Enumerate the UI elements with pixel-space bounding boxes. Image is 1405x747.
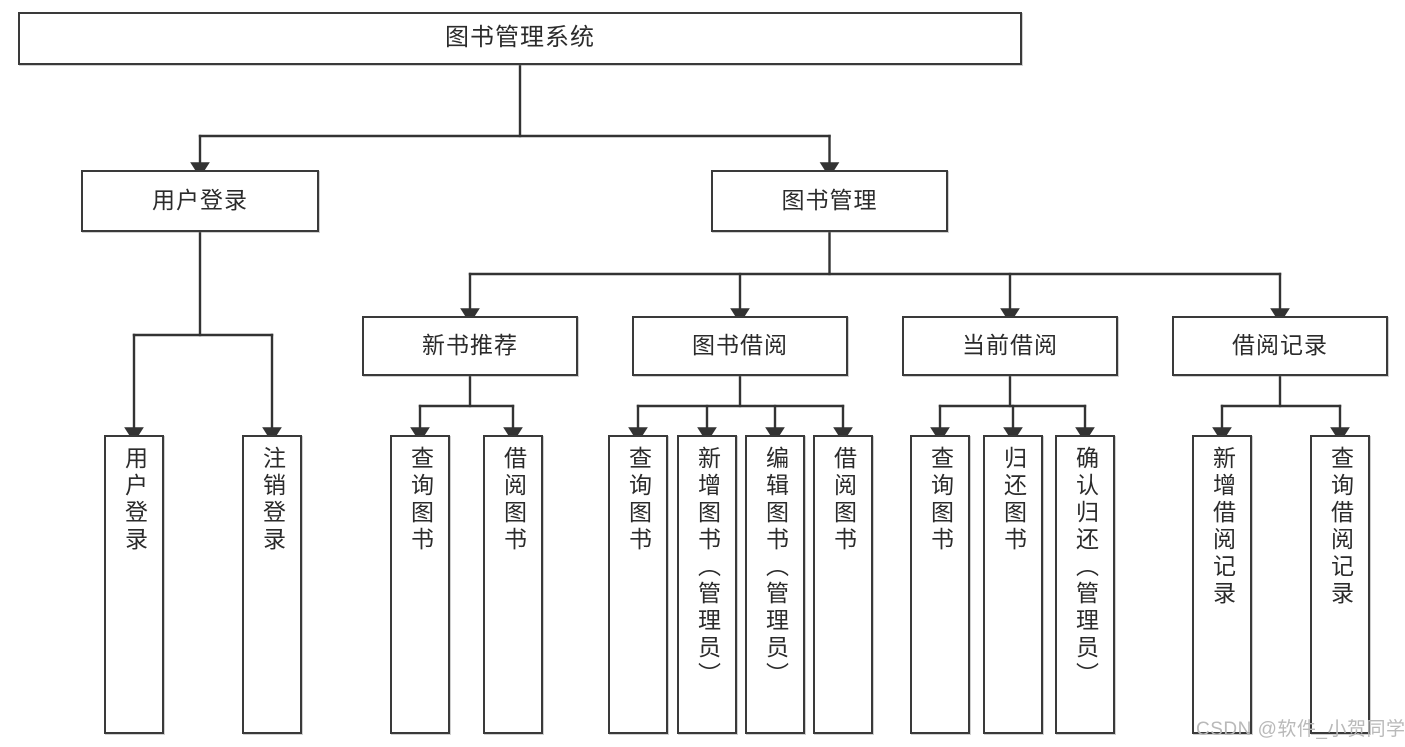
csdn-watermark: CSDN @软件_小贺同学	[1196, 719, 1405, 740]
node-label-leaf-query-book-1: 查询图书	[407, 446, 434, 554]
node-leaf-query-record[interactable]: 查询借阅记录	[1310, 435, 1370, 734]
node-label-leaf-edit-book: 编辑图书（管理员）	[762, 446, 789, 689]
node-root[interactable]: 图书管理系统	[18, 12, 1022, 65]
node-label-leaf-return-book: 归还图书	[1000, 446, 1027, 554]
node-label-borrow-record: 借阅记录	[1232, 332, 1328, 359]
node-label-book-manage: 图书管理	[781, 187, 878, 214]
node-label-leaf-add-record: 新增借阅记录	[1209, 446, 1236, 608]
node-borrow-record[interactable]: 借阅记录	[1172, 316, 1388, 376]
node-leaf-query-book-2[interactable]: 查询图书	[608, 435, 668, 734]
node-label-leaf-logout: 注销登录	[259, 446, 286, 554]
node-label-leaf-borrow-book-2: 借阅图书	[830, 446, 857, 554]
node-label-leaf-query-record: 查询借阅记录	[1327, 446, 1354, 608]
node-label-book-borrow: 图书借阅	[692, 332, 788, 359]
node-book-manage[interactable]: 图书管理	[711, 170, 948, 232]
node-leaf-confirm-return[interactable]: 确认归还（管理员）	[1055, 435, 1115, 734]
node-leaf-user-login[interactable]: 用户登录	[104, 435, 164, 734]
node-label-root: 图书管理系统	[445, 24, 595, 52]
node-book-borrow[interactable]: 图书借阅	[632, 316, 848, 376]
tree-edges	[124, 63, 1350, 443]
node-label-leaf-user-login: 用户登录	[121, 446, 148, 554]
node-leaf-add-record[interactable]: 新增借阅记录	[1192, 435, 1252, 734]
node-leaf-logout[interactable]: 注销登录	[242, 435, 302, 734]
node-current-borrow[interactable]: 当前借阅	[902, 316, 1118, 376]
node-leaf-query-book-3[interactable]: 查询图书	[910, 435, 970, 734]
node-label-leaf-query-book-3: 查询图书	[927, 446, 954, 554]
node-label-leaf-query-book-2: 查询图书	[625, 446, 652, 554]
node-label-user-login: 用户登录	[152, 187, 248, 214]
node-leaf-add-book[interactable]: 新增图书（管理员）	[677, 435, 737, 734]
node-label-current-borrow: 当前借阅	[962, 332, 1058, 359]
node-label-new-book-rec: 新书推荐	[422, 332, 518, 359]
node-new-book-rec[interactable]: 新书推荐	[362, 316, 578, 376]
node-leaf-edit-book[interactable]: 编辑图书（管理员）	[745, 435, 805, 734]
node-label-leaf-confirm-return: 确认归还（管理员）	[1072, 446, 1099, 689]
node-label-leaf-borrow-book-1: 借阅图书	[500, 446, 527, 554]
node-label-leaf-add-book: 新增图书（管理员）	[694, 446, 721, 689]
node-leaf-query-book-1[interactable]: 查询图书	[390, 435, 450, 734]
node-leaf-borrow-book-2[interactable]: 借阅图书	[813, 435, 873, 734]
node-leaf-borrow-book-1[interactable]: 借阅图书	[483, 435, 543, 734]
node-leaf-return-book[interactable]: 归还图书	[983, 435, 1043, 734]
node-user-login[interactable]: 用户登录	[81, 170, 319, 232]
